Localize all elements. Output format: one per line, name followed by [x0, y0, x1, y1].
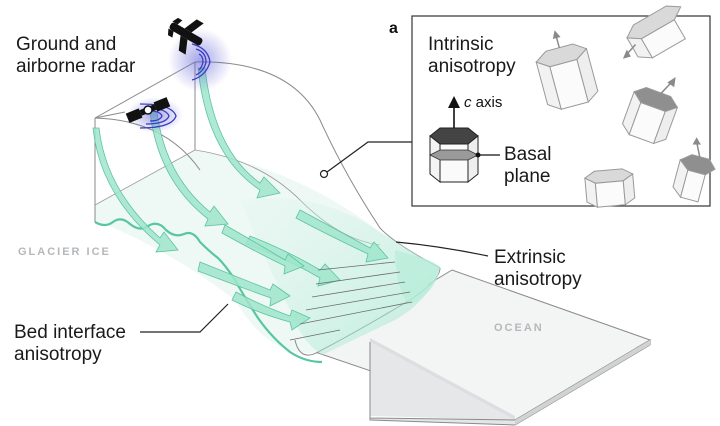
extrinsic-label-line1: Extrinsic — [494, 247, 566, 268]
aircraft-radar — [168, 17, 232, 92]
extrinsic-label-line2: anisotropy — [494, 269, 582, 290]
ocean-label: OCEAN — [494, 322, 544, 334]
shelf-streaks — [289, 261, 413, 341]
bed-interface-label-line2: anisotropy — [14, 344, 102, 365]
radar-label-line1: Ground and — [16, 34, 117, 55]
intrinsic-inset — [411, 5, 716, 208]
hexagonal-prism-icon — [672, 137, 716, 203]
labeled-crystal — [429, 96, 500, 184]
basal-plane-label-line1: Basal — [504, 144, 552, 165]
radar-label-line2: airborne radar — [16, 56, 136, 77]
hexagonal-prism-icon — [535, 30, 599, 111]
flow-arrow — [92, 127, 179, 253]
c-axis-label: c axis — [464, 94, 503, 111]
hexagonal-prism-icon — [583, 168, 636, 208]
intrinsic-label-line1: Intrinsic — [428, 34, 494, 55]
hexagonal-prism-icon — [621, 76, 679, 145]
leader-lines — [140, 141, 489, 333]
inset-panel-letter: a — [389, 20, 398, 37]
flow-arrow — [295, 209, 389, 263]
glacier-ice-label: GLACIER ICE — [18, 246, 111, 258]
intrinsic-label-line2: anisotropy — [428, 56, 516, 77]
flow-arrow — [221, 224, 305, 275]
flow-arrow — [197, 261, 291, 307]
basal-plane-label-line2: plane — [504, 166, 551, 187]
airplane-icon — [168, 17, 204, 55]
satellite-radar — [125, 97, 183, 133]
satellite-icon — [125, 97, 171, 123]
bed-interface-label-line1: Bed interface — [14, 322, 126, 343]
hexagonal-prism-icon — [622, 5, 687, 59]
